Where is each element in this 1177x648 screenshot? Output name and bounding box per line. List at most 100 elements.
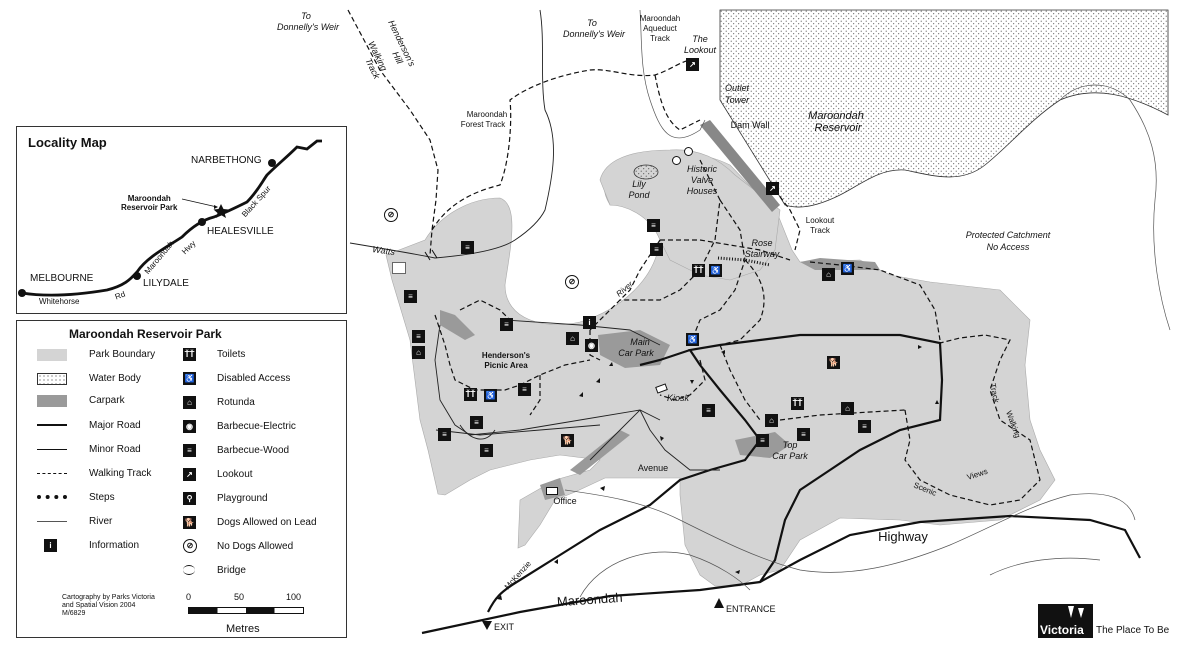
locality-map: Locality Map NARBETHONG HEALESVILLE LILY… (16, 126, 347, 314)
road-label-whitehorse: Whitehorse (39, 297, 80, 306)
lookout-icon: ↗ (766, 182, 779, 195)
bbq-electric-icon: ◉ (585, 339, 598, 352)
town-healesville: HEALESVILLE (207, 226, 274, 237)
label-highway: Highway (878, 529, 928, 544)
disabled-access-icon: ♿ (841, 262, 854, 275)
park-boundary-upper (599, 149, 781, 281)
scale-tick-100: 100 (286, 592, 302, 602)
dogs-on-lead-icon: 🐕 (183, 516, 196, 529)
legend-title: Maroondah Reservoir Park (69, 327, 222, 341)
town-melbourne: MELBOURNE (30, 273, 94, 284)
toilets-icon: ŤŤ (791, 397, 804, 410)
park-boundary-swatch (37, 349, 67, 361)
carpark-west (440, 310, 475, 340)
label-entrance: ENTRANCE (726, 604, 776, 614)
bbq-wood-icon: ≡ (858, 420, 871, 433)
no-dogs-icon: ⊘ (565, 275, 579, 289)
river (564, 9, 1171, 598)
label-dam-wall: Dam Wall (731, 120, 770, 130)
information-icon: i (44, 539, 57, 552)
bbq-wood-icon: ≡ (518, 383, 531, 396)
rotunda-icon: ⌂ (765, 414, 778, 427)
bbq-wood-icon: ≡ (183, 444, 196, 457)
scale-unit: Metres (226, 623, 260, 635)
label-avenue: Avenue (638, 463, 668, 473)
rotunda-icon: ⌂ (412, 346, 425, 359)
rotunda-icon: ⌂ (822, 268, 835, 281)
locality-map-graphic (18, 139, 322, 297)
bbq-wood-icon: ≡ (756, 434, 769, 447)
information-icon: i (583, 316, 596, 329)
label-exit: EXIT (494, 622, 515, 632)
bbq-wood-icon: ≡ (461, 241, 474, 254)
disabled-access-icon: ♿ (484, 389, 497, 402)
major-road-swatch (37, 424, 67, 426)
reservoir-water (719, 9, 1169, 208)
scale-bar: 0 50 100 Metres (186, 590, 306, 635)
scale-bar-graphic (188, 607, 304, 614)
bbq-wood-icon: ≡ (702, 404, 715, 417)
playground-icon: ⚲ (183, 492, 196, 505)
bbq-wood-icon: ≡ (797, 428, 810, 441)
bridges (424, 249, 438, 261)
cartography-credit: Cartography by Parks Victoria and Spatia… (62, 594, 155, 617)
bbq-wood-icon: ≡ (404, 290, 417, 303)
rotunda-icon: ⌂ (841, 402, 854, 415)
label-walking-track: WalkingTrack (357, 39, 391, 80)
town-lilydale: LILYDALE (143, 278, 189, 289)
rotunda-icon: ⌂ (566, 332, 579, 345)
picnic-shelter-icon (392, 262, 406, 274)
toilets-icon: ŤŤ (692, 264, 705, 277)
town-narbethong: NARBETHONG (191, 155, 262, 166)
dogs-on-lead-icon: 🐕 (561, 434, 574, 447)
bbq-electric-icon: ◉ (183, 420, 196, 433)
disabled-access-icon: ♿ (686, 333, 699, 346)
bbq-wood-icon: ≡ (480, 444, 493, 457)
walking-track-swatch (37, 473, 67, 474)
label-office: Office (553, 496, 576, 506)
carpark-swatch (37, 395, 67, 407)
disabled-access-icon: ♿ (183, 372, 196, 385)
label-kiosk: Kiosk (667, 393, 690, 403)
victoria-name: Victoria (1040, 623, 1084, 637)
minor-roads (349, 9, 720, 471)
rotunda-icon: ⌂ (183, 396, 196, 409)
carpark-avenue (570, 430, 630, 475)
victoria-tagline: The Place To Be (1096, 625, 1170, 636)
valve-house-icon (672, 156, 681, 165)
locality-map-title: Locality Map (28, 135, 107, 150)
bbq-wood-icon: ≡ (650, 243, 663, 256)
lookout-icon: ↗ (183, 468, 196, 481)
minor-road-swatch (37, 449, 67, 450)
bbq-wood-icon: ≡ (470, 416, 483, 429)
steps-swatch (37, 495, 67, 499)
victoria-logo-mark-icon (1068, 606, 1084, 618)
toilets-icon: ŤŤ (464, 388, 477, 401)
no-dogs-icon: ⊘ (384, 208, 398, 222)
toilets-icon: ŤŤ (183, 348, 196, 361)
victoria-brand: Victoria The Place To Be (1038, 604, 1177, 640)
entrance-arrow-icon (714, 598, 724, 608)
dogs-on-lead-icon: 🐕 (827, 356, 840, 369)
rose-stairway-steps (717, 256, 771, 267)
victoria-logo: Victoria (1038, 604, 1093, 638)
bbq-wood-icon: ≡ (438, 428, 451, 441)
scale-tick-50: 50 (234, 592, 245, 602)
park-label: Maroondah Reservoir Park (121, 194, 178, 212)
main-car-park (598, 330, 670, 368)
lily-pond (633, 164, 659, 180)
legend: Maroondah Reservoir Park Park Boundary W… (16, 320, 347, 638)
